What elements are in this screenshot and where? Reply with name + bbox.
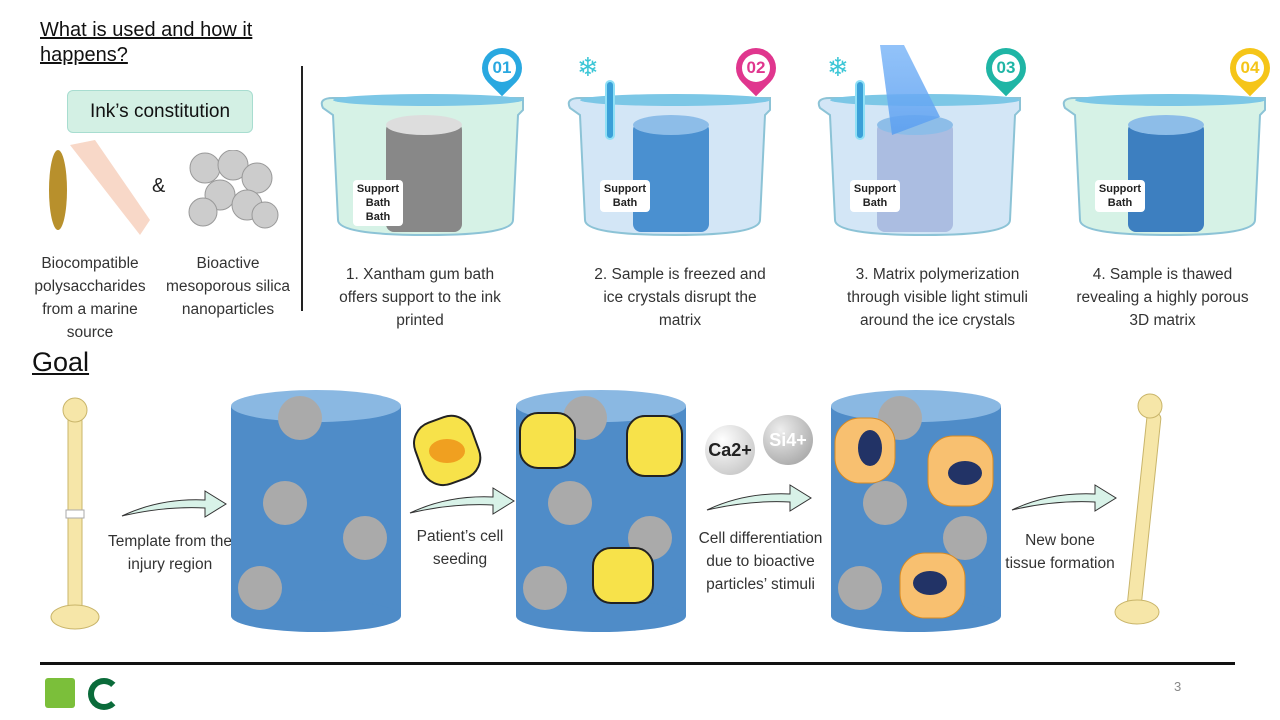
nanoparticles-image <box>185 150 280 235</box>
flow-arrow-icon <box>1010 482 1118 514</box>
silicon-ion: Si4+ <box>763 415 813 465</box>
snowflake-icon: ❄ <box>577 52 599 82</box>
step-badge-3: 03 <box>992 54 1020 82</box>
goal-heading: Goal <box>32 347 90 377</box>
step-caption-2: 2. Sample is freezed and ice crystals di… <box>594 266 766 329</box>
beaker-step-2 <box>565 90 785 240</box>
step-caption-1: 1. Xantham gum bath offers support to th… <box>339 266 501 329</box>
healed-bone-image <box>1112 392 1177 632</box>
goal-caption-3: Cell differentiation due to bioactive pa… <box>698 530 823 593</box>
flow-arrow-icon <box>408 485 516 517</box>
flow-arrow-icon <box>705 482 813 514</box>
scaffold-3 <box>830 388 1002 633</box>
polysaccharide-image <box>40 140 160 240</box>
slide-title: What is used and how it happens? <box>40 19 253 66</box>
ampersand: & <box>152 175 166 197</box>
ink-constitution-box: Ink’s constitution <box>67 90 253 133</box>
goal-caption-4: New bone tissue formation <box>1005 532 1115 572</box>
footer-line <box>40 662 1235 665</box>
flow-arrow-icon <box>120 488 228 520</box>
thermometer-icon <box>605 80 615 140</box>
ink-item-polysaccharides: Biocompatible polysaccharides from a mar… <box>34 255 146 341</box>
snowflake-icon: ❄ <box>827 52 849 82</box>
patient-cell-image <box>412 413 482 488</box>
injured-bone-image <box>40 395 110 635</box>
scaffold-1 <box>230 388 402 633</box>
goal-caption-1: Template from the injury region <box>107 533 233 573</box>
ink-item-nanoparticles: Bioactive mesoporous silica nanoparticle… <box>165 255 291 318</box>
thermometer-icon <box>855 80 865 140</box>
beaker-step-4 <box>1060 90 1280 240</box>
step-caption-3: 3. Matrix polymerization through visible… <box>847 266 1028 329</box>
calcium-ion: Ca2+ <box>705 425 755 475</box>
center-logo <box>88 678 120 710</box>
divider <box>301 66 303 311</box>
university-logo <box>45 678 75 708</box>
step-badge-2: 02 <box>742 54 770 82</box>
goal-caption-2: Patient’s cell seeding <box>416 528 504 568</box>
step-caption-4: 4. Sample is thawed revealing a highly p… <box>1076 266 1249 329</box>
beaker-step-1 <box>318 90 538 240</box>
scaffold-2 <box>515 388 687 633</box>
step-badge-4: 04 <box>1236 54 1264 82</box>
step-badge-1: 01 <box>488 54 516 82</box>
page-number: 3 <box>1174 679 1182 694</box>
